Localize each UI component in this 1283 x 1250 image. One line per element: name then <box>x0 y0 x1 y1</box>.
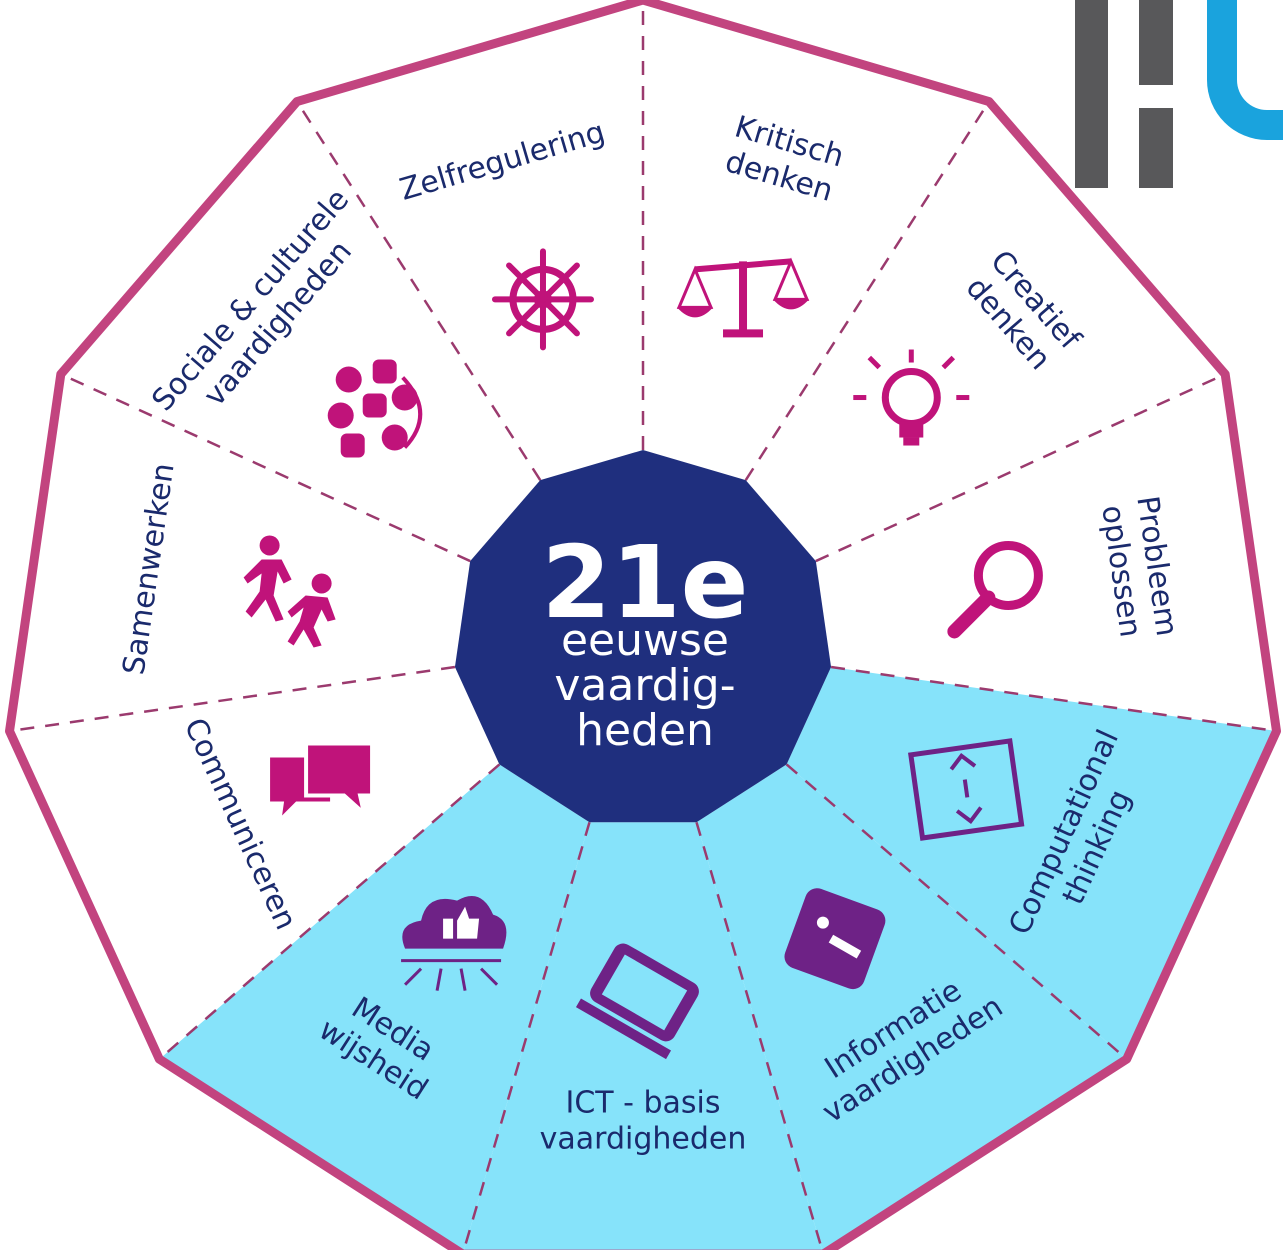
segment-9 <box>9 374 471 732</box>
ship-wheel-icon <box>491 248 594 351</box>
scales-icon <box>676 257 810 338</box>
segment-divider <box>815 372 1226 563</box>
segment-11 <box>296 0 643 481</box>
speech-bubbles-icon <box>270 741 375 820</box>
segment-7 <box>159 764 590 1250</box>
center-title: 21e <box>542 524 749 641</box>
segment-8 <box>9 667 500 1060</box>
segment-divider <box>695 821 824 1250</box>
segment-2 <box>745 101 1226 562</box>
center-polygon <box>454 450 832 823</box>
segment-4 <box>786 667 1277 1060</box>
segment-divider <box>744 100 991 481</box>
segment-divider <box>785 763 1128 1061</box>
segments-layer <box>9 0 1277 1250</box>
icons-layer <box>243 248 1043 1060</box>
segment-divider <box>830 665 1277 733</box>
segment-divider <box>462 821 591 1250</box>
center-line-2: vaardig- <box>554 660 735 711</box>
laptop-icon <box>575 943 699 1060</box>
magnifier-icon <box>947 540 1043 639</box>
segment-divider <box>158 763 501 1061</box>
segment-divider <box>60 372 471 563</box>
segment-10 <box>60 101 541 562</box>
skill-label-line: ICT - basis <box>565 1086 720 1121</box>
code-window-icon <box>908 738 1025 841</box>
segment-3 <box>815 374 1277 732</box>
center-line-3: heden <box>576 705 714 756</box>
info-icon <box>784 888 886 990</box>
segment-1 <box>643 0 990 481</box>
logo-icon <box>1075 0 1283 190</box>
center-hub: 21e eeuwse vaardig- heden <box>454 450 832 823</box>
segment-divider <box>295 100 542 481</box>
people-icon <box>243 535 336 648</box>
segment-divider <box>9 665 456 733</box>
skill-label-line: vaardigheden <box>540 1122 747 1157</box>
network-icon <box>327 359 423 458</box>
lightbulb-icon <box>853 349 970 446</box>
center-line-1: eeuwse <box>561 615 729 666</box>
outer-outline <box>5 0 1281 1250</box>
cloud-like-icon <box>401 895 507 991</box>
dividers-layer <box>9 0 1277 1250</box>
segment-5 <box>696 764 1127 1250</box>
